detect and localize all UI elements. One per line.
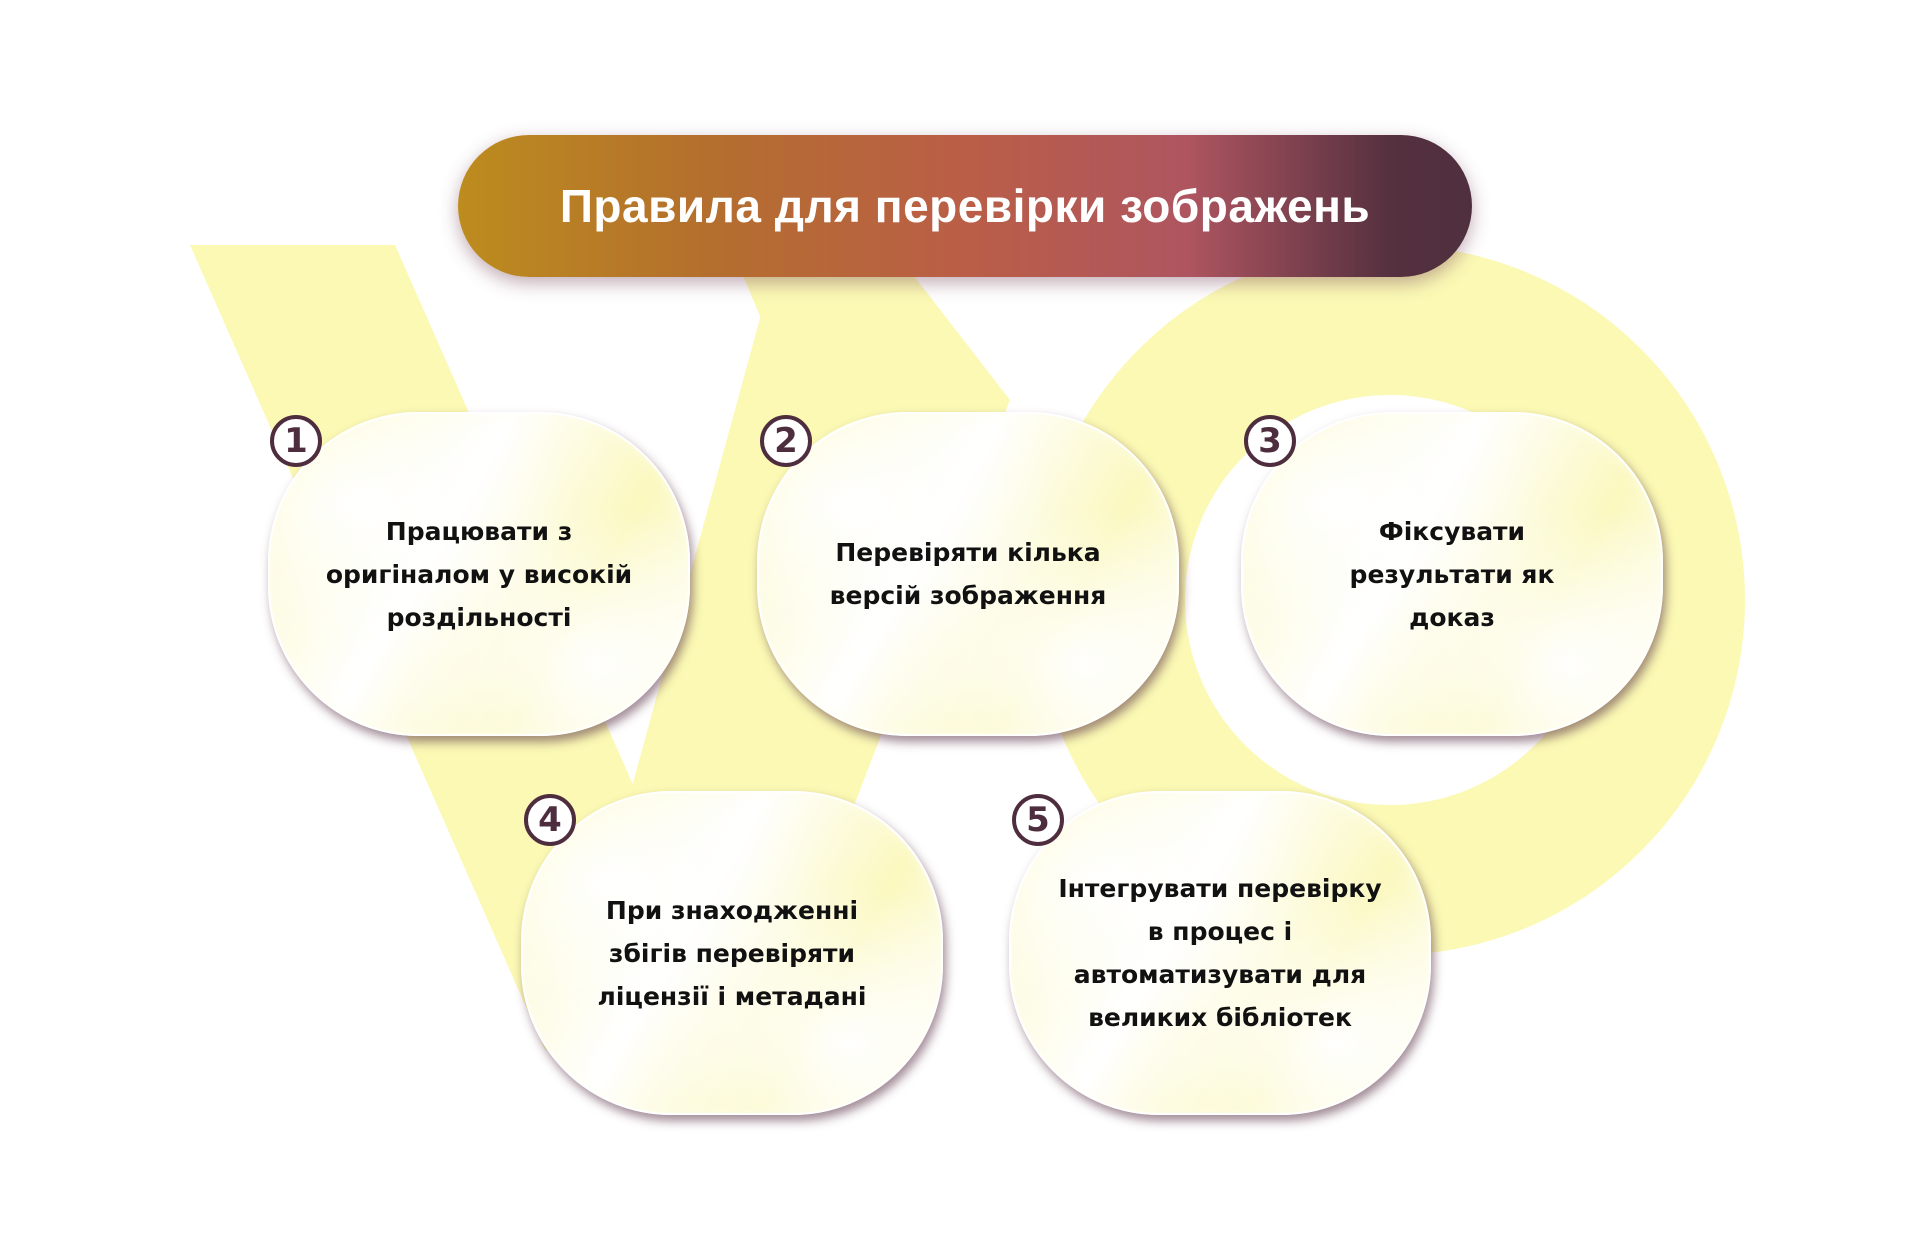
rule-text: При знаходженні збігів перевіряти ліценз… xyxy=(597,895,867,1011)
number-badge-5-icon: 5 xyxy=(1012,794,1064,846)
rule-text: Фіксувати результати як доказ xyxy=(1349,516,1555,632)
page-title: Правила для перевірки зображень xyxy=(559,180,1371,232)
rule-card-3: Фіксувати результати як доказ xyxy=(1241,412,1663,736)
rule-card-5: Інтегрувати перевірку в процес і автомат… xyxy=(1009,791,1431,1115)
rule-card-1: Працювати з оригіналом у високій розділь… xyxy=(268,412,690,736)
rule-text: Інтегрувати перевірку в процес і автомат… xyxy=(1058,874,1382,1032)
rule-card-2: Перевіряти кілька версій зображення xyxy=(757,412,1179,736)
number-badge-3-icon: 3 xyxy=(1244,415,1296,467)
number-badge-4-icon: 4 xyxy=(524,794,576,846)
number-badge-1-icon: 1 xyxy=(270,415,322,467)
title-banner: Правила для перевірки зображень xyxy=(458,135,1472,277)
rule-card-4: При знаходженні збігів перевіряти ліценз… xyxy=(521,791,943,1115)
rule-text: Перевіряти кілька версій зображення xyxy=(829,538,1107,610)
number-badge-2-icon: 2 xyxy=(760,415,812,467)
rule-text: Працювати з оригіналом у високій розділь… xyxy=(325,516,633,632)
